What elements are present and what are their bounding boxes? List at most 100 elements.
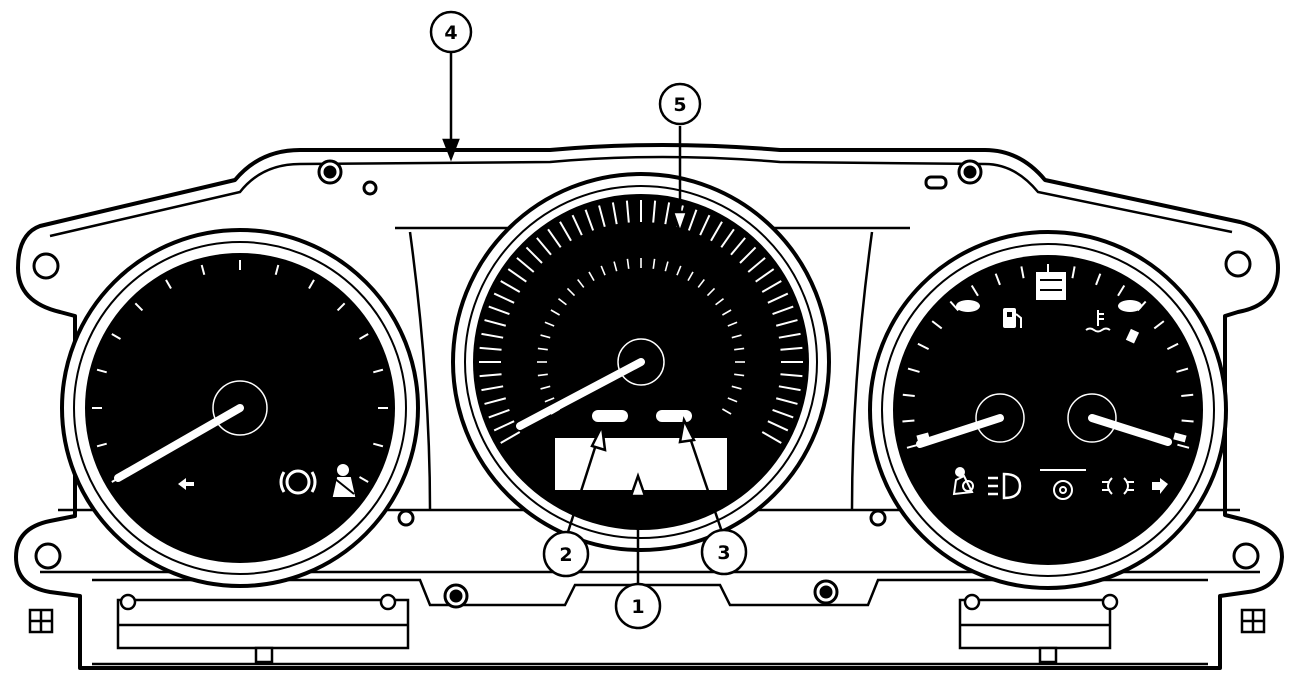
center-gauge-inner-tick: [715, 298, 724, 306]
center-gauge-tick: [611, 202, 618, 225]
center-gauge-tick: [772, 408, 794, 419]
center-gauge-tick: [488, 408, 510, 419]
right-gauge-tick: [902, 419, 915, 423]
right-gauge-label-block: [1036, 272, 1066, 300]
callout-3: 3: [700, 528, 748, 576]
center-gauge-tick: [652, 200, 657, 223]
center-gauge-tick: [500, 280, 521, 293]
right-gauge-tick: [931, 320, 943, 330]
left-gauge-needle: [114, 404, 244, 482]
center-gauge-inner-tick: [731, 385, 742, 390]
left-gauge-tick: [359, 333, 369, 340]
left-gauge-tick: [336, 302, 346, 312]
right-gauge-tick: [949, 300, 960, 312]
center-gauge-tick: [584, 209, 595, 231]
center-gauge-tick: [710, 221, 723, 242]
high-temp-lamp: [1118, 300, 1142, 312]
right-gauge-tick: [1071, 266, 1076, 279]
center-gauge-tick: [778, 385, 801, 392]
fuel-needle: [916, 414, 1004, 448]
left-gauge-tick: [359, 476, 369, 483]
left-turn-arrow-icon: [178, 478, 194, 490]
center-gauge-tick: [488, 305, 510, 316]
right-gauge-tick: [902, 393, 915, 397]
right-warning-lamp: [656, 410, 692, 422]
center-gauge-needle: [516, 358, 645, 430]
center-gauge-tick: [761, 280, 782, 293]
center-gauge-tick: [780, 346, 803, 351]
center-gauge-inner-tick: [588, 271, 595, 281]
center-gauge-inner-tick: [731, 334, 742, 339]
right-gauge-tick: [907, 367, 920, 373]
center-gauge-tick: [767, 420, 789, 432]
center-gauge-tick: [571, 214, 583, 236]
center-gauge-inner-tick: [722, 309, 732, 316]
callout-4: 4: [429, 10, 473, 54]
center-gauge-inner-tick: [613, 261, 618, 272]
center-gauge-tick: [516, 257, 535, 273]
left-gauge-tick: [96, 368, 107, 374]
center-gauge-tick: [775, 397, 798, 405]
center-gauge-tick: [507, 268, 527, 283]
mounting-holes: [32, 159, 1260, 609]
center-gauge-tick: [484, 397, 507, 405]
center-gauge-inner-tick: [566, 287, 576, 297]
center-gauge-tick: [780, 373, 803, 378]
center-gauge-inner-tick: [550, 309, 560, 316]
left-gauge-tick: [111, 333, 121, 340]
center-gauge-inner-tick: [558, 298, 567, 306]
center-gauge-inner-tick: [722, 408, 732, 415]
center-gauge-tick: [484, 319, 507, 327]
center-gauge-tick: [479, 373, 502, 378]
center-gauge-inner-tick: [676, 265, 682, 276]
right-turn-arrow-icon: [1152, 478, 1168, 494]
center-gauge-tick: [755, 268, 775, 283]
callout-3-label: 3: [717, 542, 730, 564]
center-gauge-inner-tick: [734, 373, 745, 377]
center-gauge-tick: [525, 246, 543, 264]
coolant-temperature-icon: [1085, 310, 1111, 333]
center-gauge-tick: [481, 332, 504, 339]
callout-4-label: 4: [444, 22, 457, 44]
center-gauge-inner-tick: [544, 321, 555, 327]
center-gauge-tick: [747, 257, 766, 273]
left-gauge-tick: [200, 264, 206, 275]
center-gauge-inner-tick: [664, 261, 669, 272]
center-gauge-inner-tick: [577, 279, 585, 288]
center-gauge-tick: [687, 209, 698, 231]
center-gauge-tick: [772, 305, 794, 316]
left-gauge-tick: [134, 302, 144, 312]
center-gauge-inner-tick: [626, 258, 630, 269]
left-gauge-tick: [96, 442, 107, 448]
center-gauge-tick: [664, 202, 671, 225]
leader-lines: [442, 52, 724, 586]
center-gauge-tick: [493, 420, 515, 432]
right-gauge-tick: [1181, 393, 1194, 397]
center-gauge-inner-tick: [652, 258, 656, 269]
center-gauge-tick: [547, 228, 562, 248]
center-gauge-tick: [479, 346, 502, 351]
center-gauge-tick: [778, 332, 801, 339]
right-gauge-tick: [1177, 443, 1190, 449]
headlamp-icon: [988, 472, 1022, 500]
right-gauge-tick: [1095, 273, 1102, 286]
center-gauge-tick: [761, 431, 782, 444]
center-gauge-tick: [493, 292, 515, 304]
center-gauge-inner-tick: [600, 265, 606, 276]
left-gauge-ticks: [92, 260, 388, 483]
left-gauge-tick: [373, 368, 384, 374]
callout-5: 5: [658, 82, 702, 126]
callout-2: 2: [542, 530, 590, 578]
center-gauge-tick: [730, 237, 746, 256]
right-gauge-tick: [917, 342, 930, 351]
right-gauge-tick: [1117, 284, 1126, 297]
center-gauge-tick: [739, 246, 757, 264]
temperature-needle: [1088, 414, 1172, 446]
center-gauge-tick: [767, 292, 789, 304]
center-gauge-tick: [775, 319, 798, 327]
callout-1-label: 1: [631, 596, 644, 618]
right-gauge-tick: [994, 273, 1001, 286]
center-gauge-inner-tick: [706, 287, 716, 297]
